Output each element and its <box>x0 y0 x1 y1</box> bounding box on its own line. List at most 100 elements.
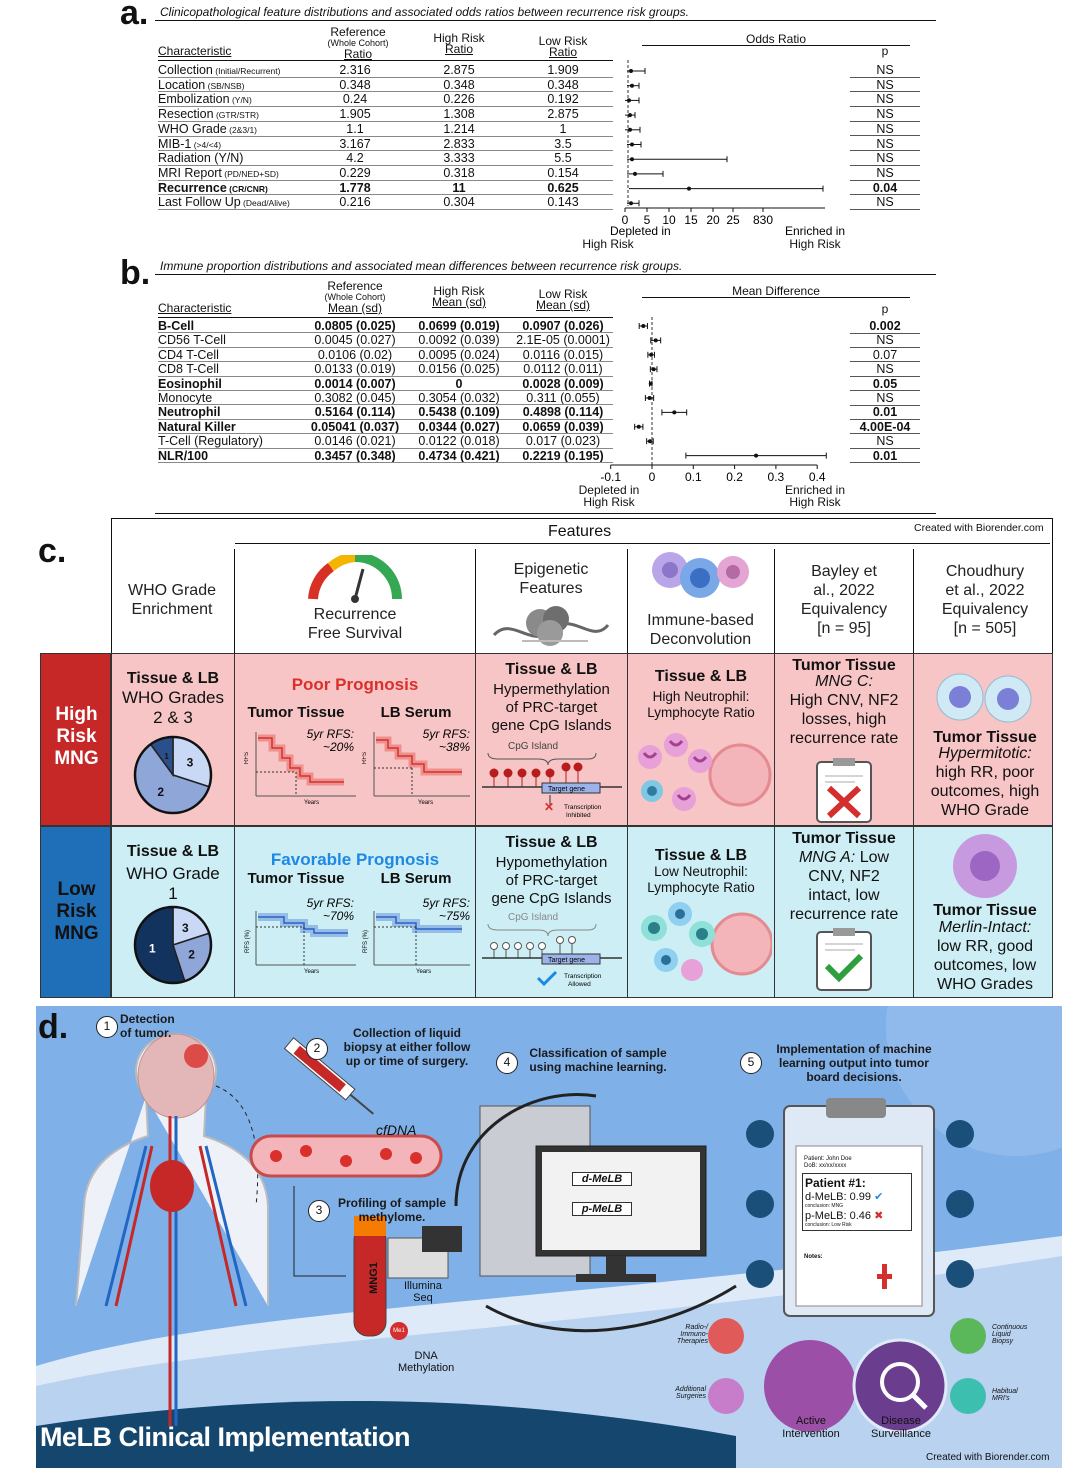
step-1-text: Detection of tumor. <box>120 1012 175 1040</box>
row-low: 0.0112 (0.011) <box>523 362 603 377</box>
step-2-text: Collection of liquid biopsy at either fo… <box>343 1026 471 1068</box>
row-reference: 0.5164 (0.114) <box>314 405 396 420</box>
row-characteristic: Location (SB/NSB) <box>158 77 245 92</box>
b-header-characteristic: Characteristic <box>158 301 232 315</box>
high-bayley-text: High CNV, NF2 losses, high recurrence ra… <box>789 692 899 747</box>
row-low: 0.348 <box>547 77 579 92</box>
row-p-value: 0.002 <box>850 319 920 334</box>
row-low: 0.2219 (0.195) <box>522 448 604 463</box>
row-characteristic: Last Follow Up (Dead/Alive) <box>158 195 290 210</box>
row-characteristic: Collection (Initial/Recurrent) <box>158 63 281 77</box>
low-epi-title: Tissue & LB <box>505 834 598 851</box>
row-reference: 1.905 <box>339 107 371 122</box>
row-reference: 0.0805 (0.025) <box>314 319 396 333</box>
row-high: 1.214 <box>443 121 475 136</box>
low-lymphocyte-icon <box>641 902 772 981</box>
pie-label: 1 <box>164 752 169 761</box>
b-left-label-2: High Risk <box>583 495 635 509</box>
row-reference: 1.778 <box>339 180 371 195</box>
low-km-right-plot: 5yr RFS: ~75% RFS (%) Years <box>363 896 470 975</box>
table-row: T-Cell (Regulatory)0.0146 (0.021)0.0122 … <box>158 434 613 449</box>
row-high: 0.4734 (0.421) <box>418 448 500 463</box>
row-high: 2.875 <box>443 63 475 77</box>
active-intervention: Active Intervention <box>782 1415 840 1440</box>
row-high: 3.333 <box>443 151 475 166</box>
row-reference: 0.05041 (0.037) <box>310 419 400 434</box>
row-reference: 0.3082 (0.045) <box>314 391 396 405</box>
row-high: 0.0156 (0.025) <box>418 362 500 377</box>
high-choudhury-title: Tumor Tissue <box>933 729 1037 746</box>
row-reference: 0.0106 (0.02) <box>317 347 393 362</box>
row-high: 0.0344 (0.027) <box>418 419 500 434</box>
high-neutrophil-icon <box>638 733 772 811</box>
pie-label: 2 <box>188 947 195 961</box>
pie-label: 1 <box>149 941 156 955</box>
b-point <box>649 352 654 357</box>
row-characteristic: CD8 T-Cell <box>158 362 219 377</box>
clip-results: Patient #1: d-MeLB: 0.99 ✔ conclusion: M… <box>802 1173 912 1231</box>
row-high: 1.308 <box>443 107 475 122</box>
row-characteristic: Radiation (Y/N) <box>158 151 244 166</box>
row-low: 1.909 <box>547 63 579 77</box>
high-who-title: Tissue & LB <box>126 670 220 687</box>
a-header-reference: Reference(Whole Cohort)Ratio <box>327 25 389 61</box>
row-p-value: NS <box>850 63 920 78</box>
a-header-plot: Odds Ratio <box>642 33 910 46</box>
row-characteristic: B-Cell <box>158 319 195 333</box>
low-choudhury-title: Tumor Tissue <box>933 902 1037 919</box>
row-characteristic: NLR/100 <box>158 448 209 463</box>
panel-c-letter: c. <box>38 532 67 570</box>
step-2-number: 2 <box>306 1038 328 1060</box>
high-imm-text: High Neutrophil: Lymphocyte Ratio <box>647 689 755 720</box>
low-km-left-plot: 5yr RFS: ~70% RFS (%) Years <box>245 896 356 975</box>
a-axis-tick: 15 <box>684 213 698 227</box>
high-transcription-1: Transcription <box>564 804 602 811</box>
row-low: 0.154 <box>547 165 579 180</box>
low-km-right-rfs-1: 5yr RFS: <box>423 896 470 910</box>
low-imm-text: Low Neutrophil: Lymphocyte Ratio <box>647 864 755 895</box>
row-characteristic: Resection (GTR/STR) <box>158 107 259 122</box>
row-high: 0.0092 (0.039) <box>418 333 500 348</box>
high-epi-text: Hypermethylation of PRC-target gene CpG … <box>491 681 612 734</box>
row-low: 0.0116 (0.015) <box>522 347 604 362</box>
row-low: 0.311 (0.055) <box>526 391 600 405</box>
high-km-left-plot: 5yr RFS: ~20% RFS Years <box>244 727 356 806</box>
row-characteristic: CD56 T-Cell <box>158 333 226 348</box>
high-km-right-xlabel: Years <box>418 800 433 806</box>
a-point <box>633 171 637 176</box>
continuous-label: Continuous Liquid Biopsy <box>992 1324 1028 1345</box>
b-axis-tick: 0.3 <box>768 470 785 484</box>
row-low: 3.5 <box>554 136 572 151</box>
row-p-value: 0.05 <box>850 377 920 392</box>
col-header-rfs: Recurrence Free Survival <box>307 606 403 642</box>
a-axis-tick: 0 <box>622 213 629 227</box>
row-p-value: NS <box>850 391 920 406</box>
b-axis-tick: -0.1 <box>600 470 621 484</box>
row-high: 0 <box>455 376 463 391</box>
low-cpg-label: CpG Island <box>508 912 558 923</box>
row-characteristic: Monocyte <box>158 391 213 405</box>
row-p-value: NS <box>850 151 920 166</box>
low-km-left-xlabel: Years <box>304 969 319 975</box>
row-reference: 0.229 <box>339 165 371 180</box>
row-characteristic: MRI Report (PD/NED+SD) <box>158 165 279 180</box>
low-who-pie: 321 <box>133 905 213 985</box>
high-clipboard-x-icon <box>816 758 872 823</box>
a-axis-tick: 5 <box>644 213 651 227</box>
panel-c-credit: Created with Biorender.com <box>914 522 1044 534</box>
screen-p-melb: p-MeLB <box>572 1202 632 1216</box>
high-target-gene: Target gene <box>548 786 585 793</box>
col-header-choudhury: Choudhury et al., 2022 Equivalency [n = … <box>941 563 1029 637</box>
row-p-value: NS <box>850 92 920 108</box>
row-low: 0.017 (0.023) <box>525 434 601 449</box>
row-reference: 0.0146 (0.021) <box>314 434 396 449</box>
row-p-value: 0.01 <box>850 449 920 464</box>
low-epi-text: Hypomethylation of PRC-target gene CpG I… <box>491 854 612 907</box>
panel-a-letter: a. <box>120 0 149 32</box>
